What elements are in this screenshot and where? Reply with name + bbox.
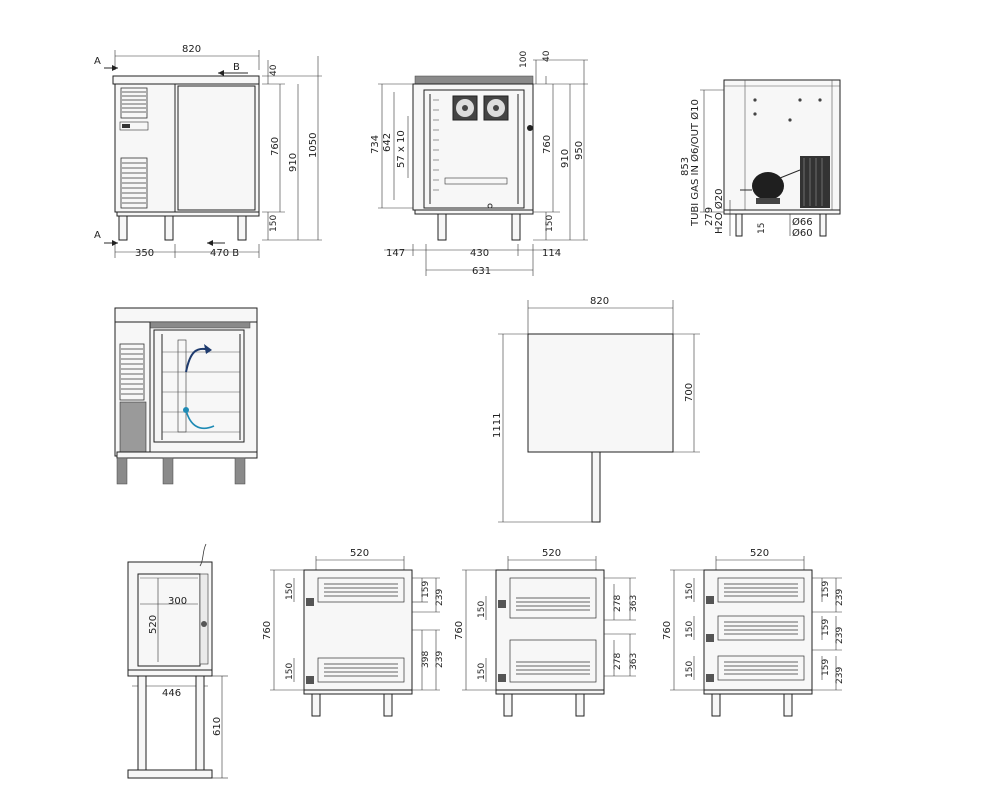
section-dim-57x10: 57 x 10 xyxy=(396,130,407,168)
top-depth-700: 700 xyxy=(684,383,695,402)
config3-left-150-a: 150 xyxy=(685,583,695,600)
door-dim-300: 300 xyxy=(168,596,187,607)
config2-top-520: 520 xyxy=(542,548,561,559)
front-dim-1050: 1050 xyxy=(308,133,319,158)
config2-left-760: 760 xyxy=(454,621,465,640)
drawer-config-3: 520 760 150 150 150 xyxy=(662,548,845,717)
side-gas-label: TUBI GAS IN Ø6/OUT Ø10 xyxy=(689,99,701,227)
section-dim-760: 760 xyxy=(542,135,553,154)
front-bottom-470b: 470 B xyxy=(210,248,239,259)
open-section-view xyxy=(114,307,258,485)
section-dim-642: 642 xyxy=(382,133,393,152)
config3-right-159b: 159 xyxy=(821,619,831,636)
config3-right-239b: 239 xyxy=(835,627,845,644)
airflow-in-arrow-icon xyxy=(185,409,215,430)
section-bottom-114: 114 xyxy=(542,248,561,259)
section-dim-734: 734 xyxy=(370,135,381,154)
config3-left-150-c: 150 xyxy=(685,661,695,678)
config3-top-520: 520 xyxy=(750,548,769,559)
config3-left-150-b: 150 xyxy=(685,621,695,638)
front-dim-760: 760 xyxy=(270,137,281,156)
config3-right-239a: 239 xyxy=(835,589,845,606)
fan-left-icon xyxy=(452,95,478,121)
front-view: 820 A A B xyxy=(94,44,322,259)
side-pipe-66: Ø66 xyxy=(792,216,813,228)
door-dim-610: 610 xyxy=(212,717,223,736)
drawer-top xyxy=(317,577,405,603)
section-bottom-631: 631 xyxy=(472,266,491,277)
config2-right-363b: 363 xyxy=(629,653,639,670)
top-total-1111: 1111 xyxy=(492,413,503,438)
config1-left-150-top: 150 xyxy=(285,583,295,600)
config1-right-159: 159 xyxy=(421,581,431,598)
section-dim-910: 910 xyxy=(560,149,571,168)
front-dim-150: 150 xyxy=(269,215,279,232)
section-dim-100: 100 xyxy=(519,51,529,68)
section-view: 734 642 57 x 10 100 40 760 150 910 950 1… xyxy=(370,50,588,277)
drawer-config-1: 520 760 150 150 159 239 xyxy=(262,548,445,717)
config2-left-150-bottom: 150 xyxy=(477,663,487,680)
config1-top-520: 520 xyxy=(350,548,369,559)
door-dim-520: 520 xyxy=(148,615,159,634)
config3-right-159a: 159 xyxy=(821,581,831,598)
side-dim-279: 279 xyxy=(704,207,715,226)
front-width-label: 820 xyxy=(182,44,201,55)
drawer-top xyxy=(717,577,805,603)
section-marker-a-bottom: A xyxy=(94,230,101,241)
vent-grille-section xyxy=(119,343,145,401)
side-pipe-60: Ø60 xyxy=(792,227,813,239)
config1-left-150-bottom: 150 xyxy=(285,663,295,680)
fan-right-icon xyxy=(483,95,509,121)
control-panel xyxy=(119,121,149,131)
config3-right-239c: 239 xyxy=(835,667,845,684)
section-dim-40: 40 xyxy=(542,50,552,62)
section-bottom-147: 147 xyxy=(386,248,405,259)
config2-right-363: 363 xyxy=(629,595,639,612)
section-bottom-430: 430 xyxy=(470,248,489,259)
drawer-config-2: 520 760 150 150 278 363 xyxy=(454,548,639,717)
door-dim-446: 446 xyxy=(162,688,181,699)
drawer-middle xyxy=(717,615,805,641)
config1-right-398: 398 xyxy=(421,651,431,668)
drawer-bottom xyxy=(717,655,805,681)
config2-right-278b: 278 xyxy=(613,653,623,670)
side-dim-15: 15 xyxy=(757,223,767,234)
side-view: 853 TUBI GAS IN Ø6/OUT Ø10 279 H2O Ø20 1… xyxy=(680,79,841,239)
door-view: 300 520 446 610 xyxy=(127,543,228,779)
config1-left-760: 760 xyxy=(262,621,273,640)
condenser-icon xyxy=(800,156,830,208)
front-bottom-350: 350 xyxy=(135,248,154,259)
config1-right-239b: 239 xyxy=(435,651,445,668)
drawer-bottom xyxy=(509,639,597,683)
side-h2o-label: H2O Ø20 xyxy=(713,188,725,234)
section-dim-150: 150 xyxy=(545,215,555,232)
front-dim-910: 910 xyxy=(288,153,299,172)
vent-grille-lower xyxy=(120,157,148,209)
config2-right-278: 278 xyxy=(613,595,623,612)
config3-right-159c: 159 xyxy=(821,659,831,676)
top-width-820: 820 xyxy=(590,296,609,307)
top-view: 820 700 1111 xyxy=(492,296,700,523)
config3-left-760: 760 xyxy=(662,621,673,640)
section-marker-a-top: A xyxy=(94,56,101,67)
drawer-bottom xyxy=(317,657,405,683)
drawer-top xyxy=(509,577,597,619)
section-dim-950: 950 xyxy=(574,141,585,160)
vent-grille-upper xyxy=(120,87,148,119)
config2-left-150-top: 150 xyxy=(477,601,487,618)
config1-right-239: 239 xyxy=(435,589,445,606)
section-marker-b-top: B xyxy=(233,62,240,73)
compressor-icon xyxy=(752,172,784,204)
side-dim-853: 853 xyxy=(680,157,691,176)
front-dim-40: 40 xyxy=(269,64,279,76)
